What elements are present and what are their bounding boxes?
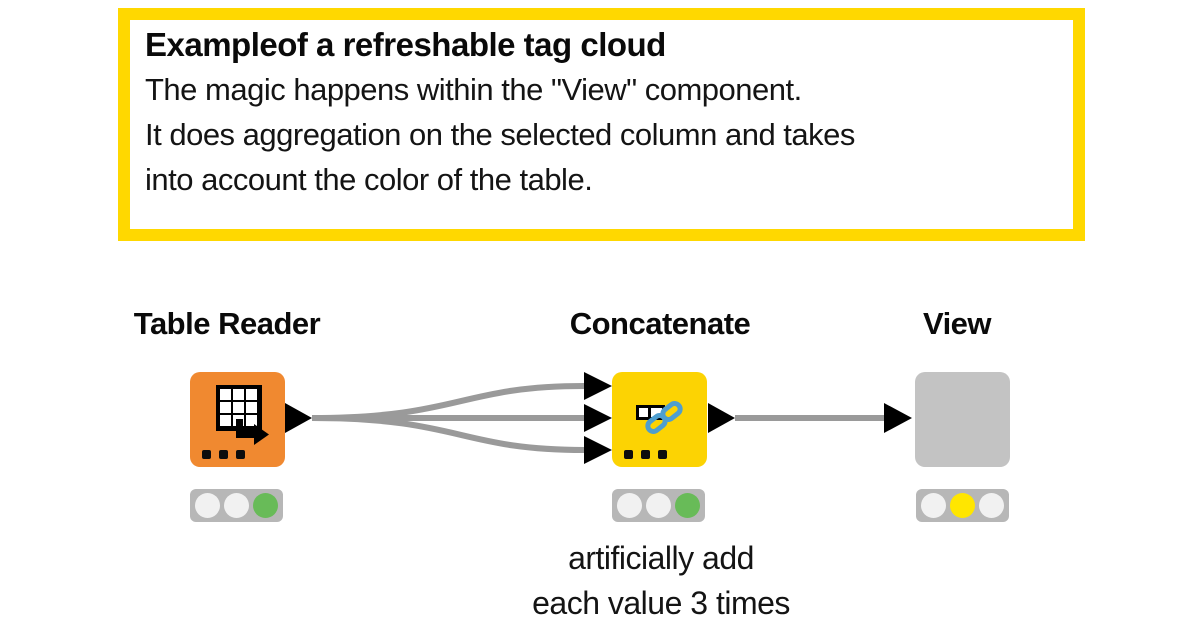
port-in2-concatenate[interactable] (584, 404, 612, 432)
port-in1-concatenate[interactable] (584, 372, 612, 400)
ports-layer (285, 372, 912, 464)
node-table-reader[interactable] (190, 372, 285, 467)
concatenate-chain-icon (624, 401, 683, 459)
traffic-bulb (921, 493, 946, 518)
traffic-bulb (253, 493, 278, 518)
traffic-bulb (224, 493, 249, 518)
annotation-line-3: into account the color of the table. (145, 162, 593, 197)
node-concatenate[interactable] (612, 372, 707, 467)
traffic-bulb (950, 493, 975, 518)
workflow-annotation-box[interactable]: Exampleof a refreshable tag cloud The ma… (118, 8, 1085, 241)
annotation-line-1: The magic happens within the "View" comp… (145, 72, 802, 107)
table-grid-with-arrow-icon (202, 385, 269, 459)
annotation-title: Exampleof a refreshable tag cloud (145, 26, 666, 63)
port-in-view[interactable] (884, 403, 912, 433)
connection-reader-to-concat-port3 (311, 415, 585, 453)
traffic-bulb (617, 493, 642, 518)
connection-reader-to-concat-port1 (311, 383, 585, 421)
caption-line-1: artificially add (568, 540, 754, 576)
node-label-concatenate: Concatenate (569, 306, 751, 341)
traffic-bulb (675, 493, 700, 518)
port-in3-concatenate[interactable] (584, 436, 612, 464)
traffic-bulb (195, 493, 220, 518)
node-caption-concatenate[interactable]: artificially add each value 3 times (532, 536, 790, 626)
annotation-line-2: It does aggregation on the selected colu… (145, 117, 855, 152)
traffic-light-concatenate (612, 489, 705, 522)
connection-wires (311, 383, 884, 453)
traffic-bulb (646, 493, 671, 518)
node-label-table-reader: Table Reader (133, 306, 321, 341)
traffic-bulb (979, 493, 1004, 518)
port-out-concatenate[interactable] (708, 403, 735, 433)
traffic-light-table-reader (190, 489, 283, 522)
port-out-table-reader[interactable] (285, 403, 312, 433)
node-view[interactable] (915, 372, 1010, 467)
traffic-light-view (916, 489, 1009, 522)
caption-line-2: each value 3 times (532, 585, 790, 621)
node-label-view: View (922, 306, 992, 341)
